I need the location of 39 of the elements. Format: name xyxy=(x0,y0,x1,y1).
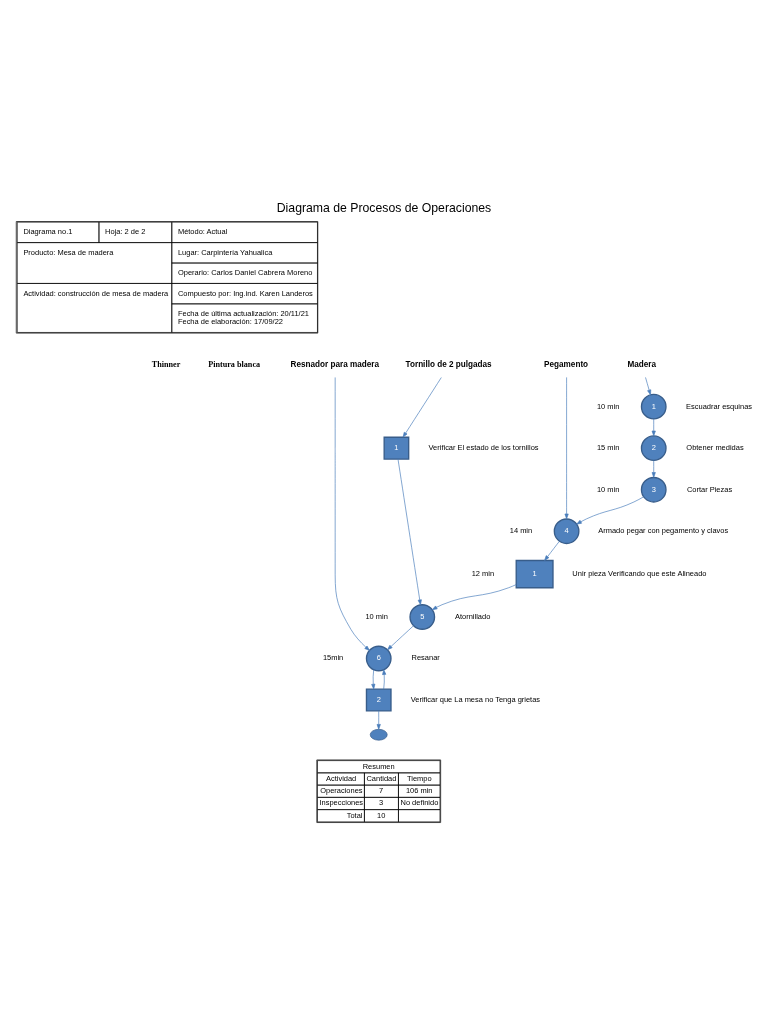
label: Total xyxy=(346,810,363,820)
label: Método: Actual xyxy=(177,226,228,236)
node-label: 10 min xyxy=(596,401,620,411)
diagram-title: Diagrama de Procesos de Operaciones xyxy=(276,200,492,215)
label: 7 xyxy=(379,785,384,795)
label: Compuesto por: Ing.ind. Karen Landeros xyxy=(177,288,313,298)
label: Fecha de última actualización: 20/11/21 xyxy=(177,308,309,318)
node-label: Escuadrar esquinas xyxy=(686,401,753,411)
label: Fecha de elaboración: 17/09/22 xyxy=(177,316,283,326)
node-label: Verificar que La mesa no Tenga grietas xyxy=(410,694,541,704)
node-label: 14 min xyxy=(509,525,533,535)
label: Lugar: Carpintería Yahualica xyxy=(177,247,273,257)
node-label: Armado pegar con pegamento y clavos xyxy=(598,525,729,535)
label: 106 min xyxy=(405,785,433,795)
label: Actividad: construcción de mesa de madera xyxy=(23,288,169,298)
node-label: Unir pieza Verificando que este Alineado xyxy=(572,568,707,578)
node-label: 15min xyxy=(322,652,344,662)
label: Actividad xyxy=(325,773,357,783)
label: Operaciones xyxy=(320,785,363,795)
node-label: 15 min xyxy=(596,442,620,452)
node-label: 10 min xyxy=(596,484,620,494)
node-label: Obtener medidas xyxy=(686,442,744,452)
label: Cantidad xyxy=(366,773,397,783)
label: 3 xyxy=(379,797,384,807)
label: Tiempo xyxy=(406,773,432,783)
label: Producto: Mesa de madera xyxy=(23,247,114,257)
label: Resumen xyxy=(362,761,395,771)
node-label: Cortar Piezas xyxy=(686,484,733,494)
node-label: Resanar xyxy=(411,652,440,662)
label: Inspecciones xyxy=(319,797,364,807)
node-label: Verificar El estado de los tornillos xyxy=(428,442,539,452)
label: No definido xyxy=(400,797,439,807)
node-label: 10 min xyxy=(365,611,388,621)
node-label: Atornillado xyxy=(455,611,491,621)
label: Diagrama no.1 xyxy=(23,226,73,236)
node-label: 12 min xyxy=(471,568,495,578)
label: 10 xyxy=(377,810,386,820)
label: Operario: Carlos Daniel Cabrera Moreno xyxy=(177,267,313,277)
label: Hoja: 2 de 2 xyxy=(105,226,146,236)
